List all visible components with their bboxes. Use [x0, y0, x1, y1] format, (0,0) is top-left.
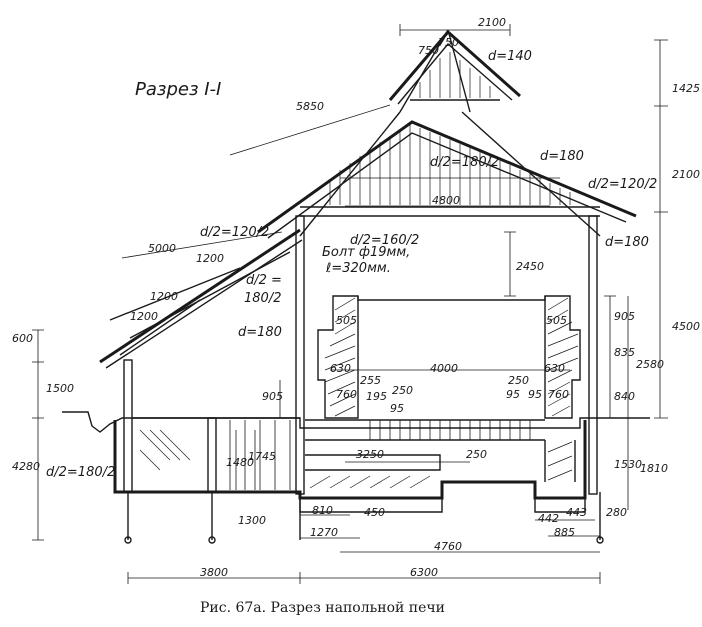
dim-1200-b: 1200: [150, 290, 178, 303]
dimension-texts: 2100 750 750 d=140 5850 1425 2100 d/2=18…: [12, 16, 700, 579]
label-d2-left: d/2 =: [246, 273, 282, 288]
dim-885: 885: [554, 526, 575, 539]
kiln-masonry: [305, 295, 581, 489]
dim-280: 280: [606, 506, 627, 519]
dim-835: 835: [614, 346, 635, 359]
dim-5000: 5000: [148, 242, 176, 255]
label-d160-2: d/2=160/2: [350, 233, 419, 248]
label-d180-2-top: d/2=180/2: [430, 155, 499, 170]
dim-250-c: 250: [466, 448, 487, 461]
posts: [123, 215, 604, 544]
dim-1200-a: 1200: [196, 252, 224, 265]
dim-5850: 5850: [296, 100, 324, 113]
dim-4800: 4800: [432, 194, 460, 207]
dim-750-a: 750: [418, 44, 439, 57]
label-d180-right: d=180: [605, 235, 649, 250]
label-d180-top: d=180: [540, 149, 584, 164]
dim-4760: 4760: [434, 540, 462, 553]
dim-1200-c: 1200: [130, 310, 158, 323]
dim-810: 810: [312, 504, 333, 517]
roof-cap: [388, 29, 521, 113]
label-d180-left: d=180: [238, 325, 282, 340]
dim-760-left: 760: [336, 388, 357, 401]
dim-250-b: 250: [508, 374, 529, 387]
dim-4000: 4000: [430, 362, 458, 375]
dim-630-right: 630: [544, 362, 565, 375]
dim-2580: 2580: [636, 358, 664, 371]
dim-630-left: 630: [330, 362, 351, 375]
dim-2100-right: 2100: [672, 168, 700, 181]
main-roof: [257, 111, 637, 239]
dim-1500: 1500: [46, 382, 74, 395]
dim-195: 195: [366, 390, 387, 403]
label-bolt-1: Болт ф19мм,: [322, 245, 410, 260]
dim-3800: 3800: [200, 566, 228, 579]
label-d180-2-ground: d/2=180/2: [46, 465, 115, 480]
section-title: Разрез I-I: [135, 79, 221, 100]
figure-caption: Рис. 67а. Разрез напольной печи: [200, 600, 445, 616]
dim-4280: 4280: [12, 460, 40, 473]
dim-1425: 1425: [672, 82, 700, 95]
dim-250-a: 250: [392, 384, 413, 397]
dim-442: 442: [538, 512, 559, 525]
gable-boarding: [329, 125, 571, 205]
dim-1270: 1270: [310, 526, 338, 539]
dim-505-right: 505: [546, 314, 567, 327]
dim-255: 255: [360, 374, 381, 387]
dim-750-b: 750: [438, 36, 459, 49]
label-d120-2-left: d/2=120/2: [200, 225, 269, 240]
label-bolt-2: ℓ=320мм.: [325, 261, 391, 276]
dim-1745: 1745: [248, 450, 276, 463]
dim-1480: 1480: [226, 456, 254, 469]
label-d2-left-val: 180/2: [244, 291, 281, 306]
dim-905-right: 905: [614, 310, 635, 323]
dim-1300: 1300: [238, 514, 266, 527]
dim-4500: 4500: [672, 320, 700, 333]
dim-1530: 1530: [614, 458, 642, 471]
label-d120-2-right: d/2=120/2: [588, 177, 657, 192]
dim-95-c: 95: [528, 388, 542, 401]
dim-2100-top: 2100: [478, 16, 506, 29]
dim-450: 450: [364, 506, 385, 519]
dimension-lines: [32, 24, 668, 584]
dim-3250: 3250: [356, 448, 384, 461]
dim-505-left: 505: [336, 314, 357, 327]
dim-443: 443: [566, 506, 587, 519]
label-d140: d=140: [488, 49, 532, 64]
dim-760-right: 760: [548, 388, 569, 401]
lean-to-roof: [99, 228, 303, 369]
dim-600: 600: [12, 332, 33, 345]
dim-95-a: 95: [390, 402, 404, 415]
dim-95-b: 95: [506, 388, 520, 401]
dim-2450: 2450: [516, 260, 544, 273]
dim-905-left: 905: [262, 390, 283, 403]
dim-6300: 6300: [410, 566, 438, 579]
dim-1810: 1810: [640, 462, 668, 475]
dim-840: 840: [614, 390, 635, 403]
